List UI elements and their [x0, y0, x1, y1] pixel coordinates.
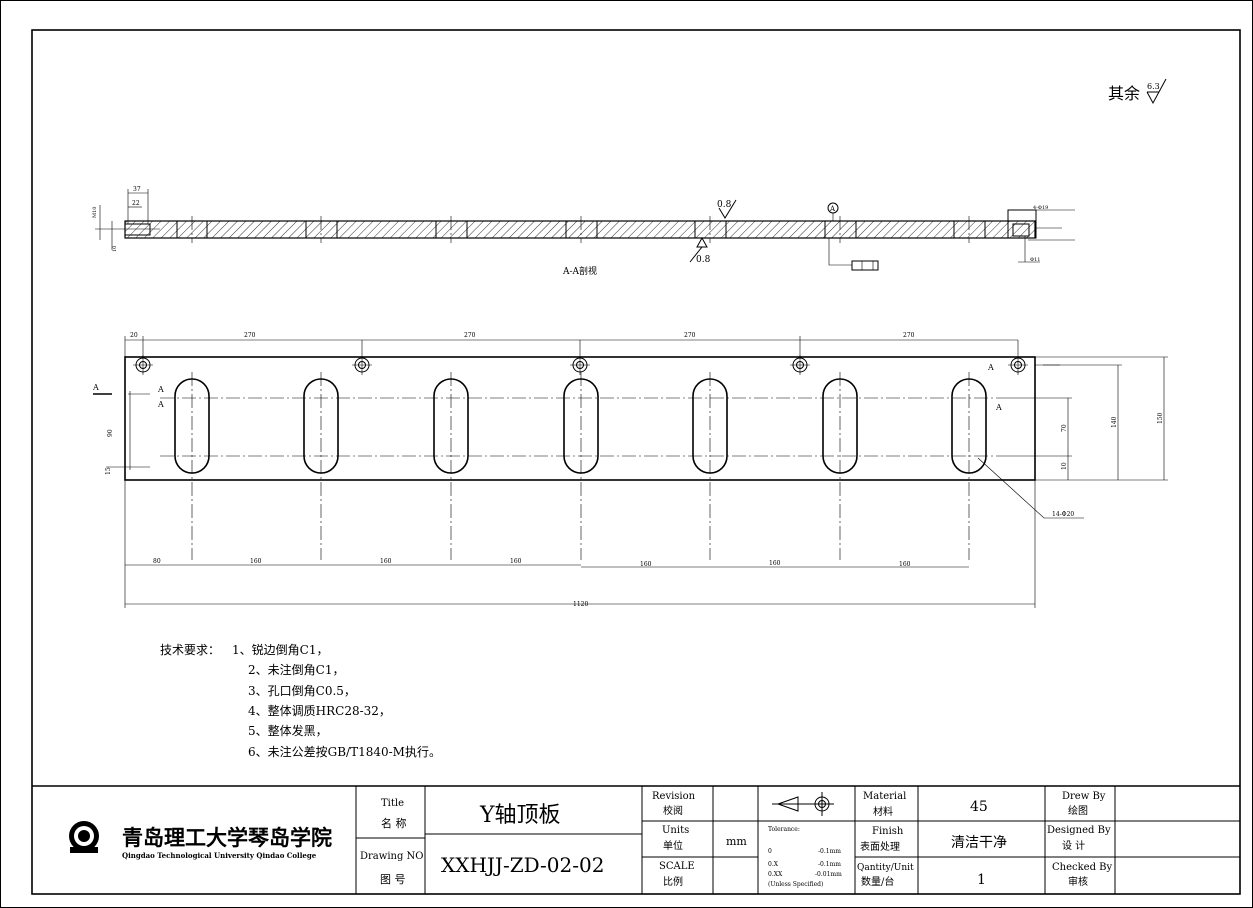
plate-outline: [124, 356, 1036, 481]
plan-bottom-dim-7: 160: [899, 561, 911, 568]
section-mark-right-top: A: [987, 363, 994, 372]
material-cn: 材料: [873, 805, 893, 818]
tol-row-2-val: -0.1mm: [818, 861, 841, 868]
qty-value: 1: [977, 872, 986, 888]
section-mark-left-inner: A: [157, 385, 164, 394]
counterbore-holes: [133, 340, 1028, 375]
title-value: Y轴顶板: [479, 803, 561, 828]
plan-bottom-dim-5: 160: [640, 561, 652, 568]
corner-roughness: 其余 6.3: [1108, 78, 1167, 105]
material-value: 45: [970, 799, 988, 815]
plan-top-dim-5: 270: [903, 332, 915, 339]
section-left-dim-3: M10: [92, 207, 98, 218]
qty-en: Qantity/Unit: [857, 863, 914, 873]
flatness-frame: [851, 260, 879, 271]
section-roughness-bottom: 0.8: [696, 255, 711, 265]
school-logo-icon: [69, 821, 99, 853]
plan-top-dim-3: 270: [464, 332, 476, 339]
drawing-no-label-cn: 图 号: [380, 873, 406, 886]
plan-top-dim-1: 20: [130, 332, 138, 339]
plan-top-dim-2: 270: [244, 332, 256, 339]
plan-left-dim-1: 90: [107, 429, 114, 437]
finish-cn: 表面处理: [860, 840, 900, 853]
inner-frame: [31, 29, 1241, 895]
section-left-dim-2: 22: [132, 200, 140, 207]
units-cn: 单位: [663, 839, 683, 852]
tech-item-5: 5、整体发黑，: [248, 723, 328, 738]
material-en: Material: [863, 791, 906, 802]
plan-bottom-dim-6: 160: [769, 560, 781, 567]
roughness-symbol-icon: [1146, 78, 1167, 105]
section-caption: A-A剖视: [562, 265, 597, 277]
section-left-dim-1: 37: [133, 186, 141, 193]
tech-heading: 技术要求：: [160, 643, 220, 657]
qty-cn: 数量/台: [861, 875, 894, 888]
tech-item-6: 6、未注公差按GB/T1840-M执行。: [248, 744, 441, 759]
tech-item-2: 2、未注倒角C1，: [248, 662, 344, 677]
section-view: 37 22 M10 10 4-Φ19 Φ11 0.8 0.8 A A-A剖视: [92, 186, 1075, 277]
drawing-no-label-en: Drawing NO: [360, 851, 424, 862]
drew-en: Drew By: [1062, 791, 1106, 802]
scale-en: SCALE: [659, 861, 695, 872]
finish-value: 清洁干净: [951, 835, 1007, 851]
revision-cn: 校阅: [663, 804, 683, 817]
tech-item-1: 1、锐边倒角C1，: [232, 643, 328, 657]
tol-row-1-key: 0: [768, 848, 772, 855]
section-mark-right-bottom: A: [995, 403, 1002, 412]
tech-item-4: 4、整体调质HRC28-32，: [248, 703, 391, 718]
plan-right-dim-3: 150: [1157, 412, 1164, 424]
datum-label: A: [829, 205, 836, 213]
overall-length: 1120: [573, 601, 588, 608]
designed-en: Designed By: [1047, 825, 1111, 836]
finish-en: Finish: [872, 826, 904, 837]
plan-view: 20 270 270 270 270 A A A A A 90 15 70 14…: [92, 332, 1168, 608]
section-roughness-top: 0.8: [717, 200, 732, 210]
title-block: 青岛理工大学琴岛学院 Qingdao Technological Univers…: [32, 785, 1240, 894]
plan-right-dim-2: 140: [1111, 416, 1118, 428]
corner-roughness-value: 6.3: [1147, 82, 1160, 91]
section-mark-left-arrow: A: [157, 400, 164, 409]
title-label-en: Title: [381, 798, 404, 809]
tech-requirements: 技术要求： 1、锐边倒角C1， 2、未注倒角C1， 3、孔口倒角C0.5， 4、…: [160, 643, 441, 759]
drawing-no-value: XXHJJ-ZD-02-02: [441, 853, 604, 877]
plan-bottom-dim-4: 160: [510, 558, 522, 565]
section-mark-left-outer: A: [92, 383, 99, 392]
units-value: mm: [726, 835, 747, 848]
school-name-en: Qingdao Technological University Qindao …: [122, 851, 317, 860]
plan-left-dim-2: 15: [105, 467, 112, 475]
designed-cn: 设 计: [1062, 839, 1085, 852]
tol-row-2-key: 0.X: [768, 861, 779, 868]
section-left-dim-4: 10: [112, 246, 118, 252]
tech-item-3: 3、孔口倒角C0.5，: [248, 684, 356, 698]
drew-cn: 绘图: [1068, 804, 1088, 817]
plan-right-dim-1: 70: [1061, 424, 1068, 432]
slot-callout: 14-Φ20: [1052, 511, 1074, 518]
tol-note: (Unless Specified): [768, 881, 823, 888]
plan-bottom-dim-2: 160: [250, 558, 262, 565]
left-end-screw: [124, 223, 151, 236]
tolerance-title: Tolerance:: [768, 826, 800, 833]
plan-bottom-dim-1: 80: [153, 558, 161, 565]
tol-row-3-val: -0.01mm: [815, 871, 842, 878]
section-right-dim-2: Φ11: [1030, 257, 1040, 263]
units-en: Units: [662, 825, 689, 836]
projection-symbol-icon: [772, 792, 834, 816]
plan-bottom-dim-3: 160: [380, 558, 392, 565]
right-end-boss: [1007, 209, 1037, 239]
checked-cn: 审核: [1068, 875, 1088, 888]
section-bar: [124, 220, 1036, 239]
school-name-cn: 青岛理工大学琴岛学院: [122, 825, 332, 850]
title-label-cn: 名 称: [381, 816, 407, 830]
scale-cn: 比例: [663, 875, 683, 888]
plan-right-dim-4: 10: [1061, 462, 1068, 470]
section-right-dim-1: 4-Φ19: [1033, 205, 1048, 211]
corner-roughness-prefix: 其余: [1108, 84, 1140, 103]
revision-en: Revision: [652, 791, 696, 802]
checked-en: Checked By: [1052, 862, 1113, 873]
plan-top-dim-4: 270: [684, 332, 696, 339]
tol-row-1-val: -0.1mm: [818, 848, 841, 855]
tol-row-3-key: 0.XX: [768, 871, 783, 878]
